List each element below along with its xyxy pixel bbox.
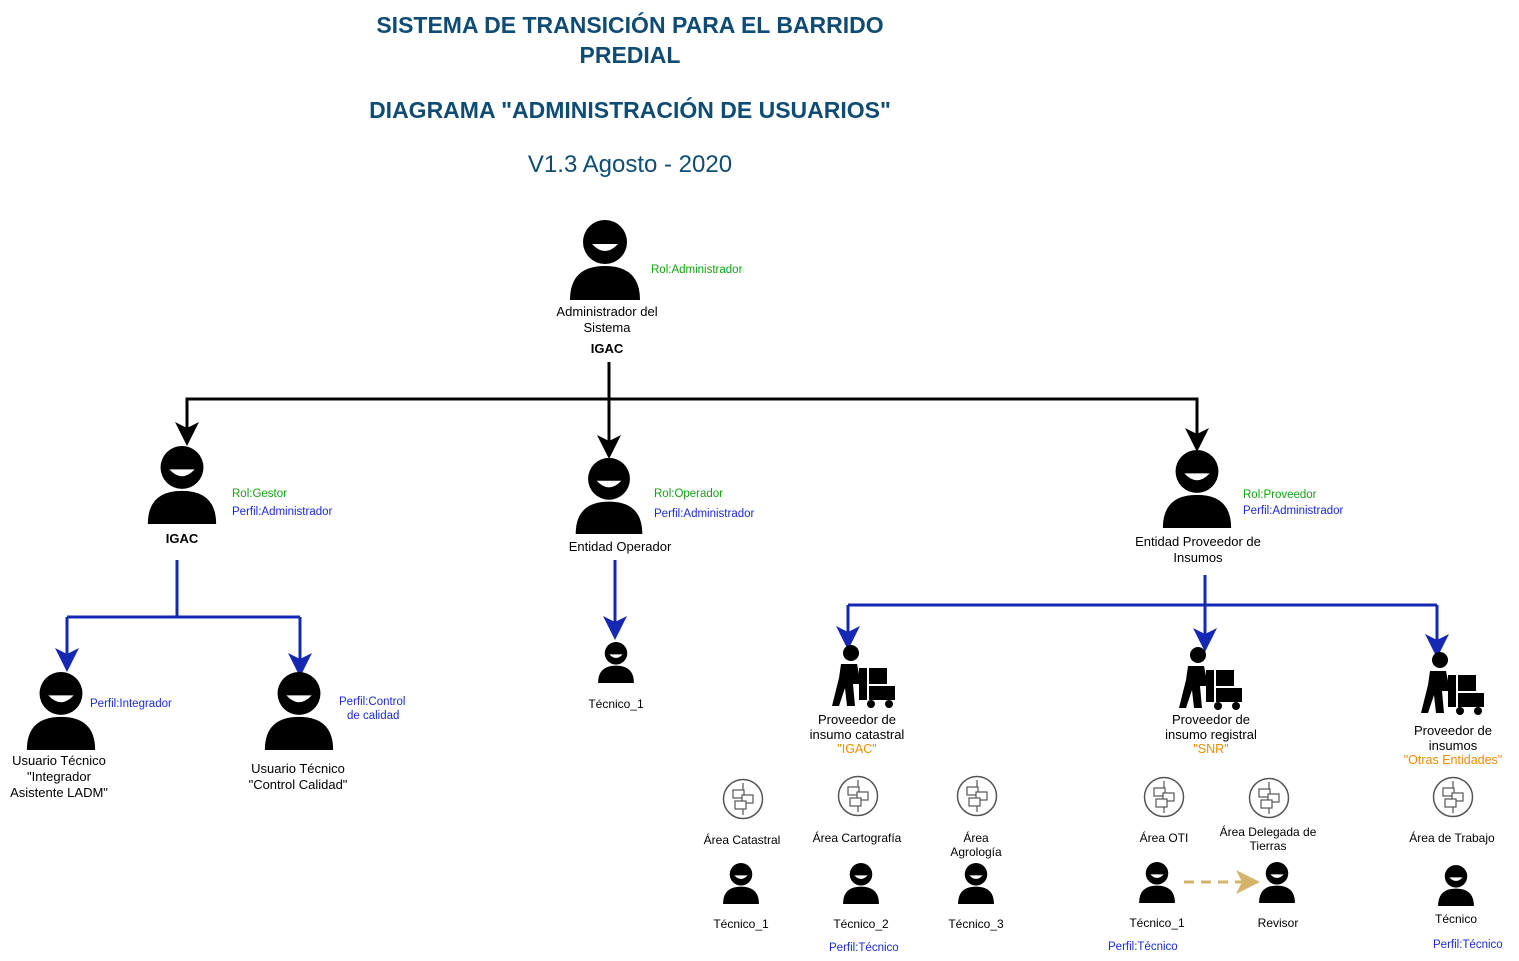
version-label: V1.3 Agosto - 2020 bbox=[527, 151, 733, 178]
admin-connectors bbox=[175, 362, 1209, 459]
title-line-1: SISTEMA DE TRANSICIÓN PARA EL BARRIDO bbox=[376, 12, 884, 38]
area-delegada-label-1: Área Delegada de bbox=[1219, 825, 1317, 839]
tecnico-1-registral: Técnico_1 bbox=[1129, 916, 1185, 930]
admin-label-2: Sistema bbox=[583, 320, 631, 335]
proveedor-connectors bbox=[836, 575, 1449, 658]
registral-perfil: Perfil:Técnico bbox=[1108, 941, 1178, 953]
prov-registral-label-2: insumo registral bbox=[1165, 727, 1257, 742]
user-icon bbox=[1259, 862, 1295, 903]
user-icon bbox=[147, 445, 217, 524]
calidad-perfil-1: Perfil:Control bbox=[339, 696, 406, 708]
prov-otras-label-2: insumos bbox=[1428, 738, 1478, 753]
admin-org: IGAC bbox=[590, 341, 624, 356]
area-cartografia-label: Área Cartografía bbox=[812, 831, 902, 845]
gestor-org: IGAC bbox=[165, 531, 199, 546]
integrador-label-1: Usuario Técnico bbox=[12, 753, 106, 768]
user-icon bbox=[958, 863, 994, 904]
calidad-label-1: Usuario Técnico bbox=[251, 761, 345, 776]
delivery-worker-icon bbox=[832, 645, 895, 708]
prov-registral-label-1: Proveedor de bbox=[1171, 712, 1251, 727]
area-trabajo-label: Área de Trabajo bbox=[1409, 831, 1495, 845]
user-icon bbox=[843, 863, 879, 904]
user-icon bbox=[1438, 865, 1474, 906]
user-icon bbox=[26, 671, 96, 750]
user-icon bbox=[570, 220, 640, 300]
user-icon bbox=[1139, 862, 1175, 903]
user-icon bbox=[723, 863, 759, 904]
network-area-icon bbox=[1248, 777, 1290, 819]
integrador-label-3: Asistente LADM" bbox=[10, 785, 108, 800]
admin-rol: Rol:Administrador bbox=[651, 264, 743, 276]
area-agrologia-label-2: Agrología bbox=[950, 845, 1002, 859]
calidad-label-2: "Control Calidad" bbox=[248, 777, 348, 792]
tecnico-3-catastral: Técnico_3 bbox=[948, 917, 1004, 931]
area-agrologia-label-1: Área bbox=[963, 831, 989, 845]
catastral-perfil: Perfil:Técnico bbox=[829, 942, 899, 954]
prov-otras-label-1: Proveedor de bbox=[1413, 723, 1493, 738]
calidad-perfil-2: de calidad bbox=[347, 710, 400, 722]
operador-rol: Rol:Operador bbox=[654, 488, 724, 500]
integrador-label-2: "Integrador bbox=[27, 769, 91, 784]
revisor-label: Revisor bbox=[1257, 916, 1299, 930]
proveedor-label-1: Entidad Proveedor de bbox=[1135, 534, 1261, 549]
gestor-perfil: Perfil:Administrador bbox=[232, 506, 333, 518]
tecnico-otras: Técnico bbox=[1434, 912, 1478, 926]
area-delegada-label-2: Tierras bbox=[1249, 839, 1287, 853]
gestor-connectors bbox=[55, 560, 312, 677]
title-line-2: PREDIAL bbox=[579, 42, 681, 68]
user-icon bbox=[264, 671, 334, 750]
network-area-icon bbox=[722, 778, 764, 820]
network-area-icon bbox=[956, 775, 998, 817]
proveedor-label-2: Insumos bbox=[1173, 550, 1223, 565]
gestor-rol: Rol:Gestor bbox=[232, 488, 287, 500]
tecnico-1-catastral: Técnico_1 bbox=[713, 917, 769, 931]
delivery-worker-icon bbox=[1179, 647, 1242, 710]
network-area-icon bbox=[1143, 776, 1185, 818]
user-icon bbox=[1162, 449, 1232, 528]
network-area-icon bbox=[1432, 776, 1474, 818]
user-icon bbox=[575, 457, 643, 534]
diagram-title: DIAGRAMA "ADMINISTRACIÓN DE USUARIOS" bbox=[369, 97, 891, 123]
area-catastral-label: Área Catastral bbox=[703, 833, 781, 847]
area-oti-label: Área OTI bbox=[1139, 831, 1189, 845]
network-area-icon bbox=[837, 775, 879, 817]
prov-catastral-entity: "IGAC" bbox=[837, 742, 877, 756]
tecnico-2-catastral: Técnico_2 bbox=[833, 917, 889, 931]
prov-otras-entity: "Otras Entidades" bbox=[1403, 753, 1503, 767]
proveedor-rol: Rol:Proveedor bbox=[1243, 489, 1317, 501]
prov-catastral-label-2: insumo catastral bbox=[809, 727, 905, 742]
prov-catastral-label-1: Proveedor de bbox=[817, 712, 897, 727]
user-icon bbox=[598, 642, 634, 683]
operador-tecnico: Técnico_1 bbox=[588, 697, 644, 711]
proveedor-perfil: Perfil:Administrador bbox=[1243, 505, 1344, 517]
delivery-worker-icon bbox=[1421, 652, 1484, 715]
prov-registral-entity: "SNR" bbox=[1193, 742, 1229, 756]
line-gestor-proveedor bbox=[185, 397, 1199, 440]
otras-perfil: Perfil:Técnico bbox=[1433, 939, 1503, 951]
operador-perfil: Perfil:Administrador bbox=[654, 508, 755, 520]
admin-label-1: Administrador del bbox=[556, 304, 658, 319]
integrador-perfil: Perfil:Integrador bbox=[90, 698, 172, 710]
operador-label: Entidad Operador bbox=[568, 539, 672, 554]
